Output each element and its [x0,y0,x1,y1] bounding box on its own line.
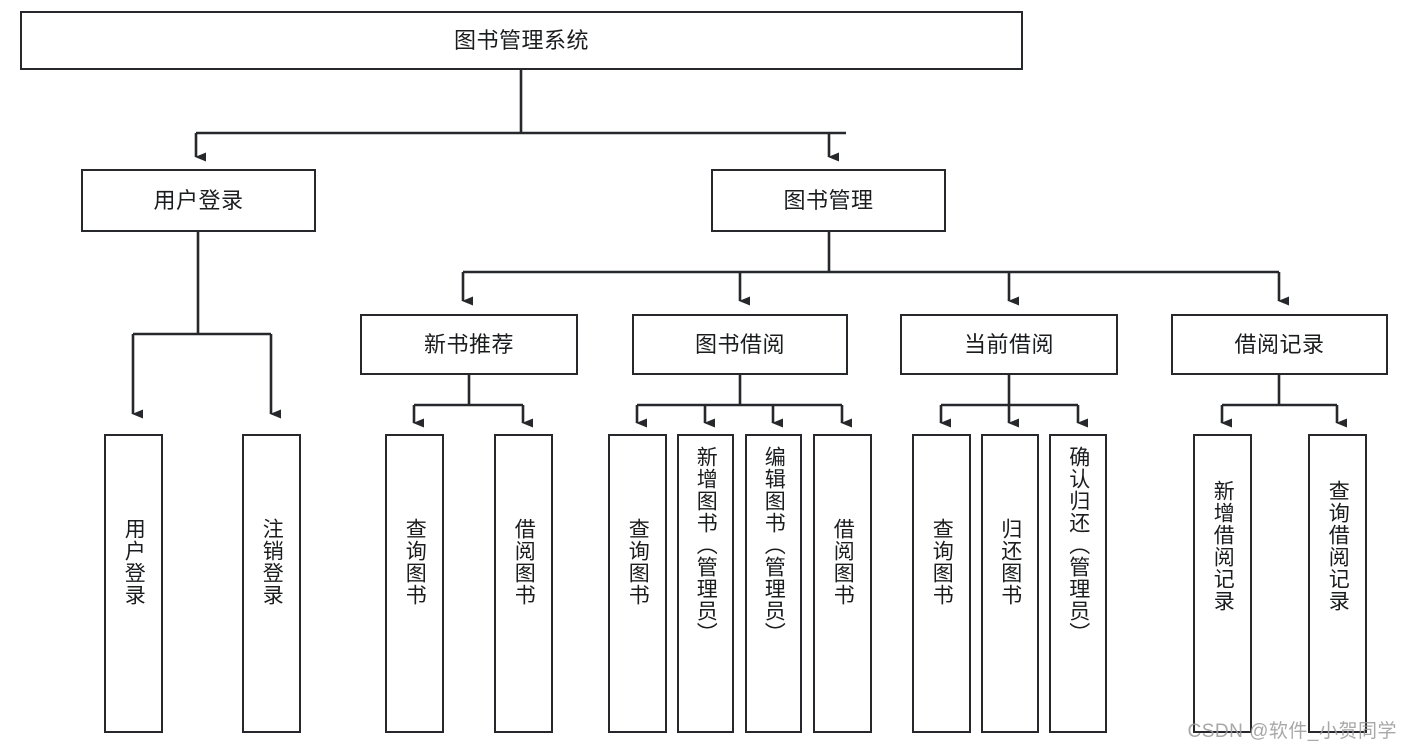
node-leaf-cur-confirm[interactable]: 确认归还（管理员） [1049,434,1107,733]
node-new-book-rec[interactable]: 新书推荐 [360,314,578,375]
node-leaf-user-login-label: 用户登录 [122,518,146,606]
node-user-login[interactable]: 用户登录 [81,169,316,232]
node-leaf-borrow-query[interactable]: 查询图书 [608,434,667,733]
node-leaf-rec-borrow[interactable]: 借阅图书 [494,434,553,733]
node-leaf-rec-borrow-label: 借阅图书 [512,518,536,606]
node-leaf-rec-add[interactable]: 新增借阅记录 [1193,434,1252,733]
node-leaf-rec-query2[interactable]: 查询借阅记录 [1308,434,1367,733]
node-leaf-cur-return-label: 归还图书 [998,518,1022,606]
node-borrow-record-label: 借阅记录 [1234,331,1325,357]
node-leaf-borrow-lend[interactable]: 借阅图书 [813,434,872,733]
node-current-borrow-label: 当前借阅 [963,331,1054,357]
node-leaf-user-logout-label: 注销登录 [260,518,284,606]
node-leaf-cur-confirm-label: 确认归还（管理员） [1066,446,1090,644]
node-leaf-rec-query2-label: 查询借阅记录 [1326,480,1350,612]
node-current-borrow[interactable]: 当前借阅 [900,314,1118,375]
node-leaf-borrow-query-label: 查询图书 [626,518,650,606]
node-root-label: 图书管理系统 [453,27,589,53]
node-borrow-record[interactable]: 借阅记录 [1171,314,1388,375]
node-leaf-cur-query-label: 查询图书 [930,518,954,606]
node-leaf-rec-query[interactable]: 查询图书 [385,434,444,733]
node-leaf-cur-query[interactable]: 查询图书 [912,434,971,733]
node-root[interactable]: 图书管理系统 [20,11,1023,70]
node-leaf-borrow-add[interactable]: 新增图书（管理员） [677,434,734,733]
node-leaf-rec-query-label: 查询图书 [403,518,427,606]
node-leaf-borrow-edit-label: 编辑图书（管理员） [762,446,786,644]
node-leaf-user-login[interactable]: 用户登录 [104,434,163,733]
node-book-borrow-label: 图书借阅 [694,331,785,357]
node-book-manage[interactable]: 图书管理 [711,169,946,232]
node-leaf-rec-add-label: 新增借阅记录 [1211,480,1235,612]
node-leaf-borrow-edit[interactable]: 编辑图书（管理员） [745,434,802,733]
node-book-manage-label: 图书管理 [783,187,874,213]
node-book-borrow[interactable]: 图书借阅 [632,314,848,375]
node-leaf-borrow-lend-label: 借阅图书 [831,518,855,606]
watermark: CSDN @软件_小贺同学 [1187,721,1397,742]
node-new-book-rec-label: 新书推荐 [423,331,514,357]
node-user-login-label: 用户登录 [153,187,244,213]
node-leaf-borrow-add-label: 新增图书（管理员） [694,446,718,644]
node-leaf-cur-return[interactable]: 归还图书 [981,434,1039,733]
node-leaf-user-logout[interactable]: 注销登录 [242,434,301,733]
